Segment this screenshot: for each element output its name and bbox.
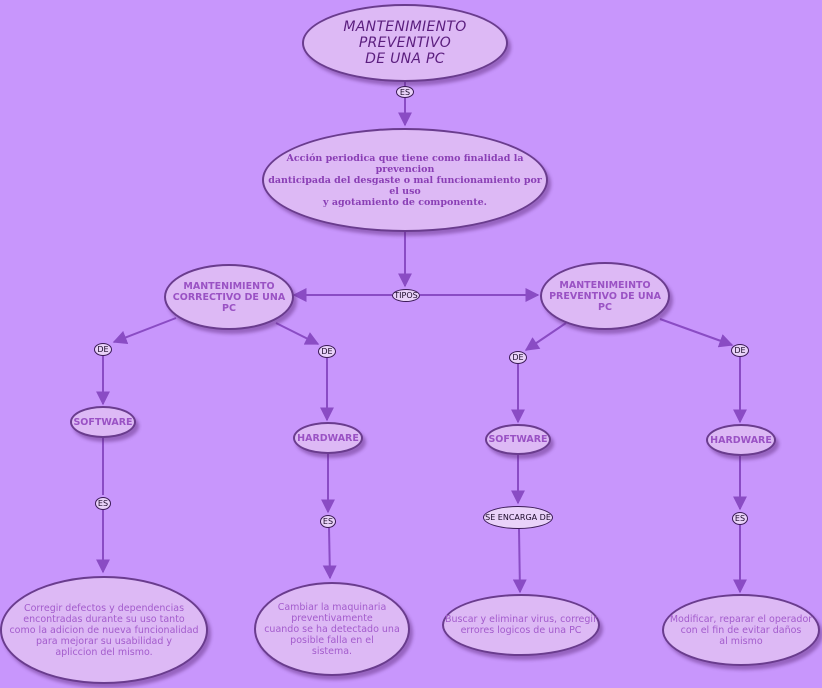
corrective-maintenance-node[interactable]: MANTENIMIENTO CORRECTIVO DE UNA PC (164, 264, 294, 330)
software-preventive-description-text: Buscar y eliminar virus, corregir errore… (445, 614, 597, 636)
link-de-label: DE (97, 345, 109, 354)
link-de-corrective-hardware[interactable]: DE (318, 345, 336, 358)
link-es-software-corrective[interactable]: ES (95, 497, 111, 510)
edge-corrective-to-de-right (275, 322, 320, 345)
edge-es-to-hardware-corrective-desc (322, 527, 337, 580)
hardware-preventive-node[interactable]: HARDWARE (706, 424, 776, 456)
hardware-corrective-node[interactable]: HARDWARE (293, 422, 363, 454)
link-es-title[interactable]: ES (396, 86, 414, 98)
link-de-preventive-software[interactable]: DE (509, 351, 527, 364)
title-node[interactable]: MANTENIMIENTO PREVENTIVO DE UNA PC (302, 4, 508, 82)
software-preventive-description-node[interactable]: Buscar y eliminar virus, corregir errore… (442, 594, 600, 656)
link-tipos-label: TIPOS (394, 291, 418, 300)
hardware-preventive-description-text: Modificar, reparar el operador con el fi… (669, 613, 813, 647)
preventive-maintenance-text: MANTENIMEINTO PREVENTIVO DE UNA PC (549, 279, 661, 313)
edge-preventive-to-de-left (524, 322, 567, 351)
link-es-label: ES (97, 499, 109, 508)
link-de-label: DE (512, 353, 524, 362)
link-de-corrective-software[interactable]: DE (94, 343, 112, 356)
link-de-label: DE (321, 347, 333, 356)
definition-text: Acción periodica que tiene como finalida… (268, 152, 542, 208)
definition-node[interactable]: Acción periodica que tiene como finalida… (262, 128, 548, 232)
link-es-label: ES (322, 517, 334, 526)
edge-preventive-to-de-right (659, 318, 734, 348)
link-se-encarga-de-label: SE ENCARGA DE (485, 513, 551, 522)
software-preventive-text: SOFTWARE (488, 434, 548, 445)
link-tipos[interactable]: TIPOS (392, 289, 420, 302)
software-corrective-text: SOFTWARE (73, 416, 133, 428)
hardware-corrective-description-node[interactable]: Cambiar la maquinaria preventivamente cu… (254, 582, 410, 676)
preventive-maintenance-node[interactable]: MANTENIMEINTO PREVENTIVO DE UNA PC (540, 262, 670, 330)
corrective-maintenance-text: MANTENIMIENTO CORRECTIVO DE UNA PC (172, 280, 286, 314)
hardware-preventive-text: HARDWARE (710, 434, 772, 446)
link-de-preventive-hardware[interactable]: DE (731, 344, 749, 357)
link-es-hardware-corrective[interactable]: ES (320, 515, 336, 528)
link-de-label: DE (734, 346, 746, 355)
hardware-corrective-description-text: Cambiar la maquinaria preventivamente cu… (264, 601, 400, 657)
link-es-hardware-preventive[interactable]: ES (732, 512, 748, 525)
software-preventive-node[interactable]: SOFTWARE (485, 424, 551, 455)
hardware-corrective-text: HARDWARE (297, 432, 359, 444)
title-text: MANTENIMIENTO PREVENTIVO DE UNA PC (343, 19, 467, 67)
hardware-preventive-description-node[interactable]: Modificar, reparar el operador con el fi… (662, 594, 820, 666)
link-es-label: ES (734, 514, 746, 523)
edge-corrective-to-de-left (112, 317, 177, 344)
software-corrective-description-text: Corregir defectos y dependencias encontr… (9, 602, 199, 658)
edge-link-to-software-preventive-desc (512, 528, 527, 594)
software-corrective-node[interactable]: SOFTWARE (70, 406, 136, 438)
software-corrective-description-node[interactable]: Corregir defectos y dependencias encontr… (0, 576, 208, 684)
link-se-encarga-de[interactable]: SE ENCARGA DE (483, 506, 553, 529)
link-es-label: ES (399, 87, 411, 97)
